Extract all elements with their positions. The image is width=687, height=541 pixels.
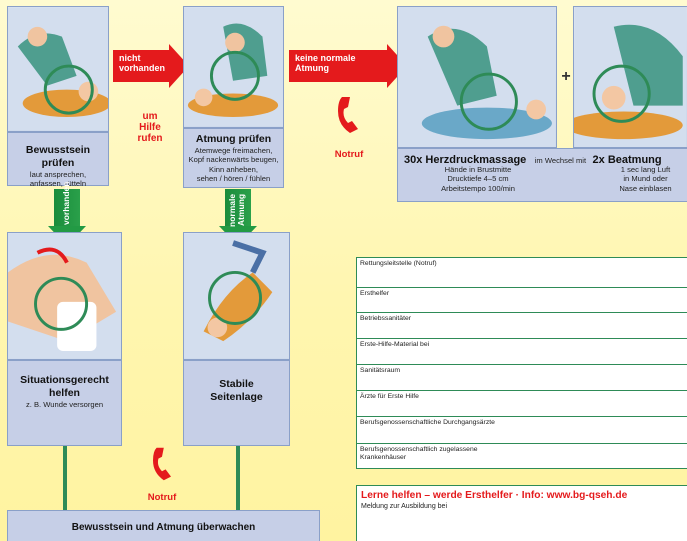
recovery-position-illustration [183,232,290,360]
arrow-normal-shaft [225,189,251,227]
arrow-not-present-l2: vorhanden [119,63,166,73]
info-headline: Lerne helfen – werde Ersthelfer · Info: … [361,490,628,501]
wound-care-illustration [7,232,122,360]
phone-icon [338,97,358,133]
consciousness-sub-2: anfassen, rütteln [29,179,87,189]
cpr-compressions-title: 30x Herzdruckmassage [404,154,527,166]
arrow-present-label: vorhanden [61,181,71,225]
form-row[interactable]: Erste-Hilfe-Material bei [357,338,687,364]
step-check-breathing: Atmung prüfen Atemwege freimachen, Kopf … [183,6,284,188]
form-label: Ersthelfer [360,290,390,297]
form-row[interactable]: Sanitätsraum [357,364,687,390]
rescue-breathing-illustration [573,6,687,148]
form-label: Sanitätsraum [360,367,401,374]
consciousness-sub-1: laut ansprechen, [29,170,87,179]
emergency-contacts-form: Rettungsleitstelle (Notruf) Ersthelfer B… [356,257,687,469]
arrow-not-present-l1: nicht [119,53,141,63]
emergency-call-label-top: Notruf [334,149,364,160]
cpr-right-sub-1: 1 sec lang Luft [620,165,671,174]
cpr-right-sub-3: Nase einblasen [619,183,672,193]
breathing-sub-1: Atemwege freimachen, [194,146,273,155]
call-for-help-l1: um [142,111,158,122]
rescuer-shaking-person-illustration [7,6,109,132]
chest-compression-illustration [397,6,557,148]
form-label: Berufsgenossenschaftlich zugelassene Kra… [360,446,478,461]
form-row[interactable]: Berufsgenossenschaftlich zugelassene Kra… [357,443,687,470]
info-sub: Meldung zur Ausbildung bei [361,503,448,510]
recovery-title-1: Stabile [219,378,254,390]
step-check-consciousness: Bewusstsein prüfen laut ansprechen, anfa… [7,6,109,189]
arrow-no-breathing-body: keine normale Atmung [289,50,387,82]
form-label: Berufsgenossenschaftliche Durchgangsärzt… [360,419,495,426]
recovery-title-2: Seitenlage [210,391,263,403]
step-cpr: + 30x Herzdruckmassage im Wechsel mit 2x… [397,6,687,202]
breathing-caption: Atmung prüfen Atemwege freimachen, Kopf … [183,128,284,188]
arrow-not-present-body: nicht vorhanden [113,50,169,82]
cpr-left-sub-2: Drucktiefe 4–5 cm [447,174,509,184]
form-label: Rettungsleitstelle (Notruf) [360,260,437,267]
form-row[interactable]: Berufsgenossenschaftliche Durchgangsärzt… [357,416,687,443]
arrow-normal-l2: Atmung [236,193,246,227]
monitor-title: Bewusstsein und Atmung überwachen [71,522,256,533]
cpr-breaths-title: 2x Beatmung [592,154,662,166]
form-row[interactable]: Ersthelfer [357,287,687,312]
step-monitor: Bewusstsein und Atmung überwachen [7,510,320,541]
cpr-connector: im Wechsel mit [534,156,587,165]
call-for-help: um Hilfe rufen [128,111,172,144]
step-recovery-position: Stabile Seitenlage [183,232,290,446]
arrow-no-breathing-l1: keine normale [295,53,356,63]
situational-caption: Situationsgerecht helfen z. B. Wunde ver… [7,360,122,446]
breathing-check-illustration [183,6,284,128]
recovery-caption: Stabile Seitenlage [183,360,290,446]
arrow-not-present: nicht vorhanden [113,44,189,88]
call-for-help-l3: rufen [137,133,163,144]
form-row[interactable]: Ärzte für Erste Hilfe [357,390,687,416]
consciousness-caption: Bewusstsein prüfen laut ansprechen, anfa… [7,132,109,189]
breathing-sub-3: Kinn anheben, [209,164,258,174]
training-info-box[interactable]: Lerne helfen – werde Ersthelfer · Info: … [356,485,687,541]
form-label: Erste-Hilfe-Material bei [360,341,430,348]
cpr-title-row: 30x Herzdruckmassage im Wechsel mit 2x B… [404,150,687,168]
cpr-left-sub-1: Hände in Brustmitte [444,165,512,174]
cpr-caption: 30x Herzdruckmassage im Wechsel mit 2x B… [397,148,687,202]
plus-sign: + [561,68,571,85]
breathing-title: Atmung prüfen [195,133,272,145]
arrow-no-breathing-l2: Atmung [295,63,329,73]
form-row[interactable]: Rettungsleitstelle (Notruf) [357,258,687,287]
arrow-normal-label: normale Atmung [227,193,246,227]
cpr-right-sub-2: in Mund oder [623,174,668,184]
breathing-sub-4: sehen / hören / fühlen [196,174,271,184]
connector-left [63,446,67,510]
phone-icon-bottom [153,447,171,481]
situational-title-1: Situationsgerecht [20,374,109,386]
cpr-left-details: Hände in Brustmitte Drucktiefe 4–5 cm Ar… [398,165,558,193]
form-row[interactable]: Betriebssanitäter [357,312,687,338]
form-label: Betriebssanitäter [360,315,412,322]
consciousness-title: Bewusstsein prüfen [25,144,91,169]
arrow-no-normal-breathing: keine normale Atmung [289,44,407,88]
form-label: Ärzte für Erste Hilfe [360,393,419,400]
arrow-present-shaft [54,189,80,227]
breathing-sub-2: Kopf nackenwärts beugen, [188,155,279,165]
connector-right [236,446,240,510]
cpr-left-sub-3: Arbeitstempo 100/min [441,183,515,193]
cpr-right-details: 1 sec lang Luft in Mund oder Nase einbla… [603,165,687,193]
situational-sub: z. B. Wunde versorgen [25,400,104,409]
emergency-call-label-bottom: Notruf [147,492,177,503]
step-situational-help: Situationsgerecht helfen z. B. Wunde ver… [7,232,122,446]
situational-title-2: helfen [49,387,80,399]
call-for-help-l2: Hilfe [139,122,161,133]
